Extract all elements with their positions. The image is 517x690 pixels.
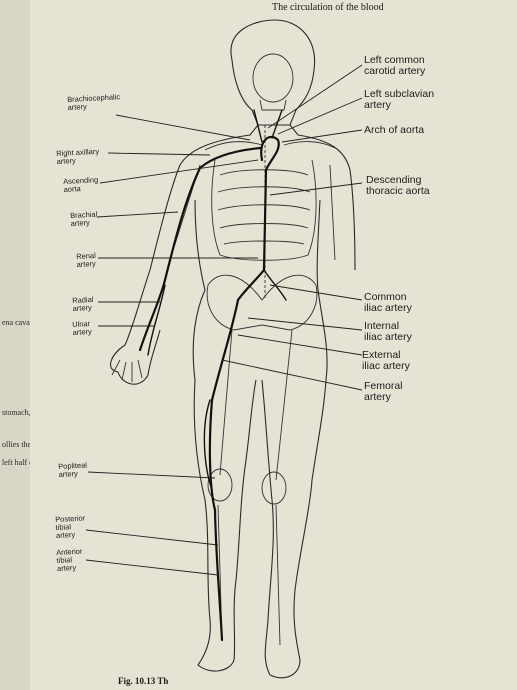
label-common-iliac-artery: Common iliac artery — [364, 291, 412, 315]
figure-caption: Fig. 10.13 Th — [118, 676, 169, 686]
label-descending-thoracic-aorta: Descending thoracic aorta — [366, 174, 430, 198]
label-left-common-carotid-artery: Left common carotid artery — [364, 54, 426, 78]
page-header: The circulation of the blood — [272, 2, 384, 13]
margin-fragment: stomach, pancr — [2, 408, 42, 417]
label-ascending-aorta: Ascending aorta — [62, 175, 99, 194]
label-renal-artery: Renal artery — [75, 250, 97, 269]
label-posterior-tibial-artery: Posterior tibial artery — [54, 513, 86, 540]
margin-fragment: left half of th — [2, 458, 42, 467]
label-radial-artery: Radial artery — [71, 294, 94, 313]
margin-fragment: ollies the sma — [2, 440, 42, 449]
label-femoral-artery: Femoral artery — [364, 380, 403, 404]
label-left-subclavian-artery: Left subclavian artery — [364, 88, 435, 112]
label-brachiocephalic-artery: Brachiocephalic artery — [66, 92, 121, 112]
label-ulnar-artery: Ulnar artery — [71, 319, 92, 337]
label-arch-of-aorta: Arch of aorta — [364, 124, 425, 136]
label-external-iliac-artery: External iliac artery — [362, 349, 410, 373]
arteries — [138, 109, 287, 642]
label-popliteal-artery: Popliteal artery — [57, 460, 88, 479]
body-outline — [110, 19, 356, 679]
label-anterior-tibial-artery: Anterior tibial artery — [55, 546, 83, 573]
label-right-axillary-artery: Right axillary artery — [55, 146, 100, 166]
label-internal-iliac-artery: Internal iliac artery — [364, 320, 412, 344]
margin-fragment: ena cava vein — [2, 318, 42, 327]
label-brachial-artery: Brachial artery — [69, 209, 98, 228]
book-page — [30, 0, 517, 690]
